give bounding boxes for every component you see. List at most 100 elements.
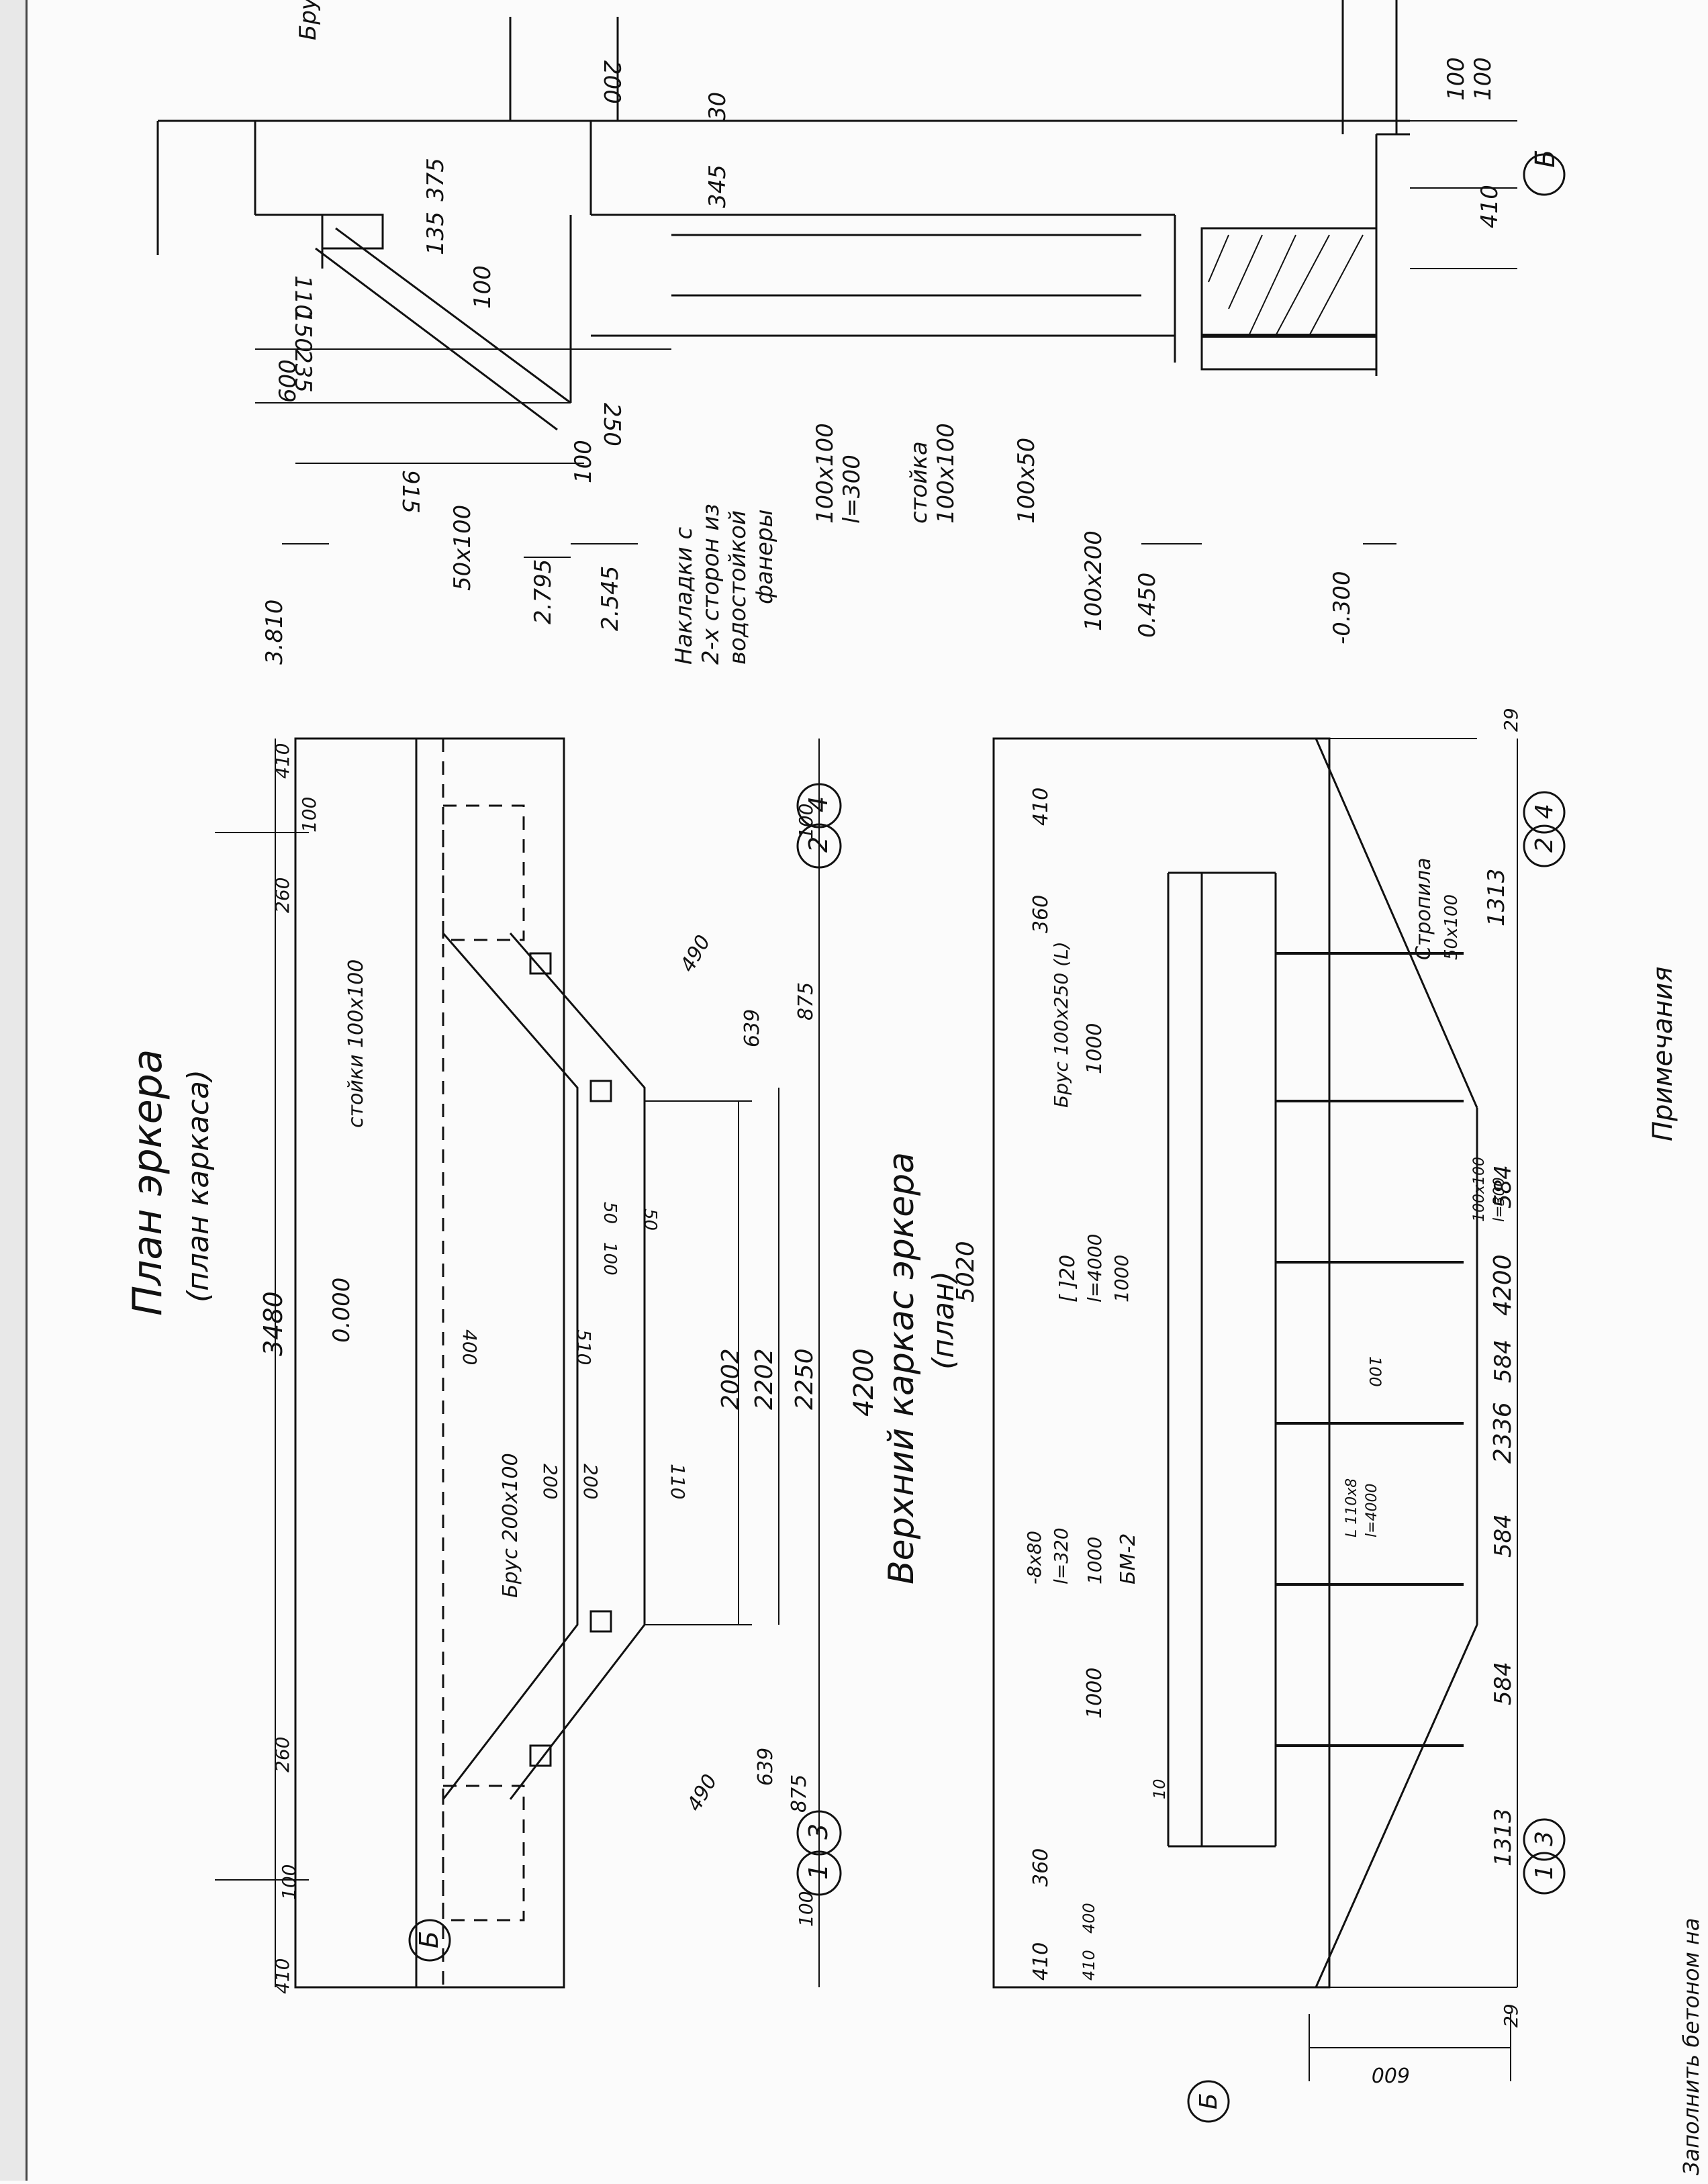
plan-posts-label: стойки 100x100 xyxy=(344,959,368,1128)
section-dim-110: 110 xyxy=(289,275,316,319)
section-dim-915: 915 xyxy=(397,470,424,514)
plan-dim-50b: 50 xyxy=(640,1208,660,1231)
upper-edge-1000b: 1000 xyxy=(1083,1668,1106,1719)
upper-brus-label: Брус 100x250 (L) xyxy=(1050,941,1072,1108)
plan-dim-110: 110 xyxy=(667,1464,689,1499)
upper-edge-400: 400 xyxy=(1080,1903,1098,1934)
upper-edge-410b: 410 xyxy=(1029,1942,1053,1981)
upper-strip-len: l=320 xyxy=(1050,1527,1072,1584)
plan-dim-2250: 2250 xyxy=(791,1348,818,1410)
upper-rafter-size: 50x100 xyxy=(1441,894,1462,960)
upper-end-1313b: 1313 xyxy=(1490,1808,1517,1866)
section-dim-100b: 100 xyxy=(469,265,496,309)
beam-len-300: l=300 xyxy=(839,455,865,524)
elev-2795: 2.795 xyxy=(530,559,557,624)
plan-axis-4: 4 xyxy=(804,796,833,812)
upper-channel-label: [ ]20 xyxy=(1056,1255,1080,1302)
plan-dim-50a: 50 xyxy=(600,1202,620,1224)
upper-rafter-label: Стропила xyxy=(1412,858,1435,961)
section-dim-235: 235 xyxy=(289,349,316,393)
section-dim-200: 200 xyxy=(598,60,625,104)
binding-strip xyxy=(0,0,28,2181)
section-dim-250: 250 xyxy=(598,403,625,446)
plan-dim-490b: 490 xyxy=(683,1770,722,1815)
upper-axis-b: Б xyxy=(1195,2093,1223,2109)
beam-100x100: 100x100 xyxy=(812,423,839,524)
overlay-note-4: фанеры xyxy=(751,510,778,604)
section-dim-100a: 100 xyxy=(570,440,597,483)
upper-bay-2: 584 xyxy=(1490,1339,1517,1383)
plan-dim-200a: 200 xyxy=(539,1464,561,1499)
plan-title: План эркера xyxy=(124,1049,171,1316)
upper-title: Верхний каркас эркера xyxy=(882,1152,922,1584)
section-dim-375: 375 xyxy=(422,158,449,201)
upper-edge-360b: 360 xyxy=(1029,1848,1053,1887)
plan-axis-2: 2 xyxy=(804,837,833,853)
bottom-note: Заполнить бетоном на xyxy=(1678,1918,1704,2175)
joist-100x200: 100x200 xyxy=(1080,530,1107,631)
plan-axis-b: Б xyxy=(414,1931,444,1948)
beam-50x100: 50x100 xyxy=(449,505,476,591)
upper-channel-len: l=4000 xyxy=(1084,1234,1106,1303)
plan-zero-level: 0.000 xyxy=(328,1278,355,1343)
section-dim-410: 410 xyxy=(1476,185,1503,228)
upper-span-4200: 4200 xyxy=(1489,1254,1517,1316)
upper-edge-410c: 410 xyxy=(1080,1950,1098,1981)
upper-post-size: 100x100 xyxy=(1471,1157,1488,1222)
plan-edge-100a: 100 xyxy=(278,1864,300,1900)
upper-label-100: 100 xyxy=(1366,1356,1384,1387)
upper-subtitle: (план) xyxy=(927,1271,961,1370)
upper-bay-3: 584 xyxy=(1490,1514,1517,1558)
overlay-note-1: Накладки с xyxy=(671,527,698,665)
upper-label-10: 10 xyxy=(1150,1778,1169,1799)
upper-edge-29b: 29 xyxy=(1500,2003,1522,2028)
upper-strip-label: -8x80 xyxy=(1023,1531,1045,1584)
upper-edge-1000a: 1000 xyxy=(1083,1023,1106,1074)
section-dim-600: 600 xyxy=(275,359,301,403)
upper-bay-1: 584 xyxy=(1490,1165,1517,1208)
plan-axis-3: 3 xyxy=(804,1823,833,1840)
upper-axis-3: 3 xyxy=(1531,1831,1558,1846)
section-dim-100c: 100 xyxy=(1443,57,1470,101)
upper-end-1313a: 1313 xyxy=(1483,868,1510,927)
plan-text: План эркера (план каркаса) 3480 0.000 Бр… xyxy=(124,743,961,1994)
axis-markers xyxy=(408,153,1566,2123)
rail-100x50: 100x50 xyxy=(1013,438,1040,524)
section-text: 3.810 2.795 2.545 0.450 -0.300 Накладки … xyxy=(261,0,1561,665)
section-axis-b: Б xyxy=(1530,150,1561,168)
plan-view xyxy=(215,737,820,1989)
brick-label: Брус xyxy=(295,0,322,40)
upper-angle-label: L 110x8 xyxy=(1343,1478,1360,1537)
plan-dim-100: 100 xyxy=(600,1242,620,1276)
plan-dim-2002: 2002 xyxy=(717,1348,745,1410)
section-dim-30: 30 xyxy=(704,92,731,121)
elev-0450: 0.450 xyxy=(1134,573,1161,638)
upper-edge-29a: 29 xyxy=(1500,708,1522,732)
plan-edge-100c: 100 xyxy=(795,1891,817,1927)
upper-frame-view xyxy=(992,737,1518,2081)
section-view xyxy=(156,0,1517,558)
plan-brus-label: Брус 200x100 xyxy=(499,1453,522,1598)
plan-dim-490a: 490 xyxy=(676,931,716,976)
upper-mid-2336: 2336 xyxy=(1489,1402,1517,1464)
elev-m0300: -0.300 xyxy=(1329,571,1356,645)
upper-strip-1000: 1000 xyxy=(1084,1537,1106,1584)
post-size: 100x100 xyxy=(933,423,959,524)
upper-axis-4: 4 xyxy=(1531,804,1558,819)
plan-edge-410b: 410 xyxy=(271,743,293,779)
plan-dim-875a: 875 xyxy=(794,982,818,1020)
overlay-note-3: водостойкой xyxy=(724,510,751,665)
plan-dim-4200: 4200 xyxy=(849,1348,880,1417)
upper-bay-4: 584 xyxy=(1490,1662,1517,1705)
plan-dim-510: 510 xyxy=(573,1329,595,1365)
plan-edge-260a: 260 xyxy=(271,1737,293,1772)
plan-subtitle: (план каркаса) xyxy=(181,1070,216,1302)
section-dim-100d: 100 xyxy=(1470,57,1497,101)
plan-dim-639a: 639 xyxy=(741,1009,764,1047)
upper-axis-1: 1 xyxy=(1531,1864,1558,1880)
elev-3810: 3.810 xyxy=(261,600,288,665)
plan-edge-100d: 100 xyxy=(795,804,817,839)
notes-title: Примечания xyxy=(1648,966,1678,1141)
